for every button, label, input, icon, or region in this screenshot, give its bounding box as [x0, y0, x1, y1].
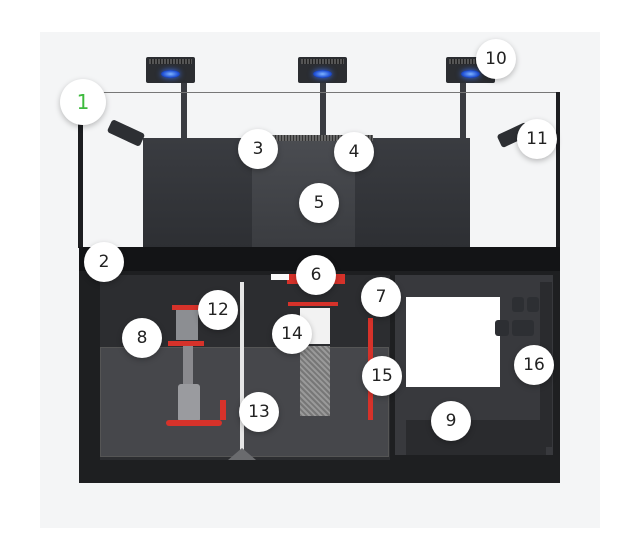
led-icon — [313, 70, 332, 78]
callout-5[interactable]: 5 — [299, 183, 339, 223]
compartment-floor — [406, 420, 546, 455]
led-icon — [461, 70, 480, 78]
callout-1[interactable]: 1 — [60, 79, 106, 125]
skimmer-base — [166, 420, 222, 426]
overflow-comb — [258, 135, 373, 141]
led-light-center — [298, 57, 347, 83]
callout-13[interactable]: 13 — [239, 392, 279, 432]
tank-right-edge — [556, 92, 560, 248]
return-pipe-white — [271, 274, 289, 280]
skimmer-pump — [178, 384, 200, 422]
power-socket — [512, 297, 524, 312]
callout-2[interactable]: 2 — [84, 242, 124, 282]
light-arm — [320, 83, 326, 138]
led-icon — [161, 70, 180, 78]
filter-frame — [288, 302, 338, 306]
callout-3[interactable]: 3 — [238, 129, 278, 169]
callout-16[interactable]: 16 — [514, 345, 554, 385]
callout-9[interactable]: 9 — [431, 401, 471, 441]
callout-8[interactable]: 8 — [122, 318, 162, 358]
callout-11[interactable]: 11 — [517, 119, 557, 159]
callout-14[interactable]: 14 — [272, 314, 312, 354]
power-socket — [512, 320, 534, 336]
callout-4[interactable]: 4 — [334, 132, 374, 172]
skimmer-collar — [168, 341, 204, 346]
power-socket — [495, 320, 509, 336]
callout-12[interactable]: 12 — [198, 290, 238, 330]
filter-basket — [300, 346, 330, 416]
compartment-window — [406, 297, 500, 387]
sump-compartment — [100, 275, 390, 460]
led-light-left — [146, 57, 195, 83]
cabinet-divider — [240, 282, 244, 460]
light-arm — [181, 83, 187, 138]
callout-6[interactable]: 6 — [296, 255, 336, 295]
tank-left-edge — [78, 96, 83, 248]
skimmer-body — [183, 346, 193, 386]
callout-15[interactable]: 15 — [362, 356, 402, 396]
skimmer-outlet — [220, 400, 226, 420]
callout-7[interactable]: 7 — [361, 277, 401, 317]
glass-top-edge — [79, 92, 560, 93]
light-arm — [460, 83, 466, 138]
power-socket — [527, 297, 539, 312]
skimmer-cup — [176, 310, 198, 340]
callout-10[interactable]: 10 — [476, 39, 516, 79]
skimmer-lid — [172, 305, 200, 310]
